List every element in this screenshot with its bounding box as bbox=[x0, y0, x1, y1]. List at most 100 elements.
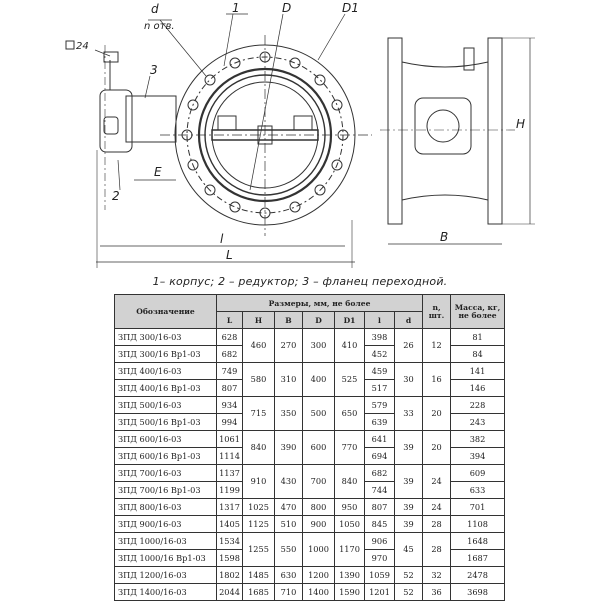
cell-designation: ЗПД 1400/16-03 bbox=[114, 583, 217, 601]
cell-H: 1025 bbox=[242, 498, 275, 516]
gearbox-window bbox=[103, 116, 119, 135]
cell-L: 807 bbox=[216, 379, 243, 397]
cell-l: 845 bbox=[364, 515, 395, 533]
cell-designation: ЗПД 700/16 Вр1-03 bbox=[114, 481, 217, 499]
cell-designation: ЗПД 400/16-03 bbox=[114, 362, 217, 380]
cell-mass: 382 bbox=[450, 430, 506, 448]
cell-designation: ЗПД 400/16 Вр1-03 bbox=[114, 379, 217, 397]
cell-D1: 840 bbox=[334, 464, 365, 499]
side-gear-circle bbox=[426, 109, 460, 143]
header-dimensions: Размеры, мм, не более bbox=[215, 294, 424, 312]
cell-l: 1201 bbox=[364, 583, 395, 601]
cell-mass: 141 bbox=[450, 362, 506, 380]
cell-n: 20 bbox=[422, 396, 452, 431]
cell-mass: 633 bbox=[450, 481, 506, 499]
cell-n: 28 bbox=[422, 515, 452, 533]
cell-L: 1598 bbox=[216, 549, 243, 567]
side-flange-left bbox=[387, 37, 403, 225]
cell-B: 350 bbox=[274, 396, 303, 431]
cell-B: 550 bbox=[274, 532, 303, 567]
cell-D1: 650 bbox=[334, 396, 365, 431]
cell-mass: 228 bbox=[450, 396, 506, 414]
cell-l: 694 bbox=[364, 447, 395, 465]
cell-B: 390 bbox=[274, 430, 303, 465]
cell-l: 906 bbox=[364, 532, 395, 550]
cell-l: 579 bbox=[364, 396, 395, 414]
leader-d bbox=[159, 19, 207, 77]
label-3: 3 bbox=[150, 63, 158, 77]
cell-l: 744 bbox=[364, 481, 395, 499]
cell-designation: ЗПД 600/16-03 bbox=[114, 430, 217, 448]
subheader-l: l bbox=[364, 311, 395, 329]
subheader-D1: D1 bbox=[334, 311, 365, 329]
cell-L: 749 bbox=[216, 362, 243, 380]
cell-mass: 394 bbox=[450, 447, 506, 465]
cell-n: 24 bbox=[422, 464, 452, 499]
spec-table: Обозначение Размеры, мм, не более n, шт.… bbox=[114, 294, 506, 601]
cell-designation: ЗПД 500/16 Вр1-03 bbox=[114, 413, 217, 431]
cell-d: 39 bbox=[393, 515, 424, 533]
cell-D: 400 bbox=[302, 362, 335, 397]
cell-n: 24 bbox=[422, 498, 452, 516]
cell-L: 1802 bbox=[216, 566, 243, 584]
figure-caption: 1– корпус; 2 – редуктор; 3 – фланец пере… bbox=[152, 275, 448, 288]
cell-L: 934 bbox=[216, 396, 243, 414]
disc-hub-left bbox=[217, 115, 237, 131]
cell-mass: 1648 bbox=[450, 532, 506, 550]
cell-l: 452 bbox=[364, 345, 395, 363]
side-body-bottom bbox=[401, 194, 489, 201]
cell-l: 639 bbox=[364, 413, 395, 431]
cell-d: 45 bbox=[393, 532, 424, 567]
cell-D1: 1390 bbox=[334, 566, 365, 584]
cell-d: 39 bbox=[393, 498, 424, 516]
cell-L: 682 bbox=[216, 345, 243, 363]
subheader-H: H bbox=[242, 311, 275, 329]
label-E: E bbox=[154, 165, 162, 179]
cell-n: 32 bbox=[422, 566, 452, 584]
spindle-square bbox=[103, 51, 119, 63]
square-symbol bbox=[65, 40, 75, 50]
cell-d: 52 bbox=[393, 566, 424, 584]
subheader-D: D bbox=[302, 311, 335, 329]
cell-mass: 81 bbox=[450, 328, 506, 346]
subheader-B: B bbox=[274, 311, 303, 329]
disc-hub-right bbox=[293, 115, 313, 131]
cell-L: 1534 bbox=[216, 532, 243, 550]
cell-d: 39 bbox=[393, 464, 424, 499]
cell-mass: 243 bbox=[450, 413, 506, 431]
cell-n: 16 bbox=[422, 362, 452, 397]
cell-l: 682 bbox=[364, 464, 395, 482]
cell-L: 1137 bbox=[216, 464, 243, 482]
cell-mass: 1687 bbox=[450, 549, 506, 567]
side-flange-right bbox=[487, 37, 503, 225]
cell-D: 300 bbox=[302, 328, 335, 363]
cell-mass: 701 bbox=[450, 498, 506, 516]
cell-H: 715 bbox=[242, 396, 275, 431]
side-top-stud bbox=[463, 47, 475, 71]
cell-designation: ЗПД 700/16-03 bbox=[114, 464, 217, 482]
cell-d: 39 bbox=[393, 430, 424, 465]
header-n: n, шт. bbox=[422, 294, 452, 329]
cell-D1: 525 bbox=[334, 362, 365, 397]
cell-L: 1317 bbox=[216, 498, 243, 516]
cell-H: 1485 bbox=[242, 566, 275, 584]
cell-designation: ЗПД 500/16-03 bbox=[114, 396, 217, 414]
cell-mass: 146 bbox=[450, 379, 506, 397]
cell-d: 52 bbox=[393, 583, 424, 601]
cell-D1: 770 bbox=[334, 430, 365, 465]
cell-designation: ЗПД 1000/16 Вр1-03 bbox=[114, 549, 217, 567]
cell-D1: 1590 bbox=[334, 583, 365, 601]
cell-l: 641 bbox=[364, 430, 395, 448]
cell-H: 460 bbox=[242, 328, 275, 363]
cell-H: 1125 bbox=[242, 515, 275, 533]
label-d: d bbox=[151, 2, 159, 16]
cell-H: 1685 bbox=[242, 583, 275, 601]
